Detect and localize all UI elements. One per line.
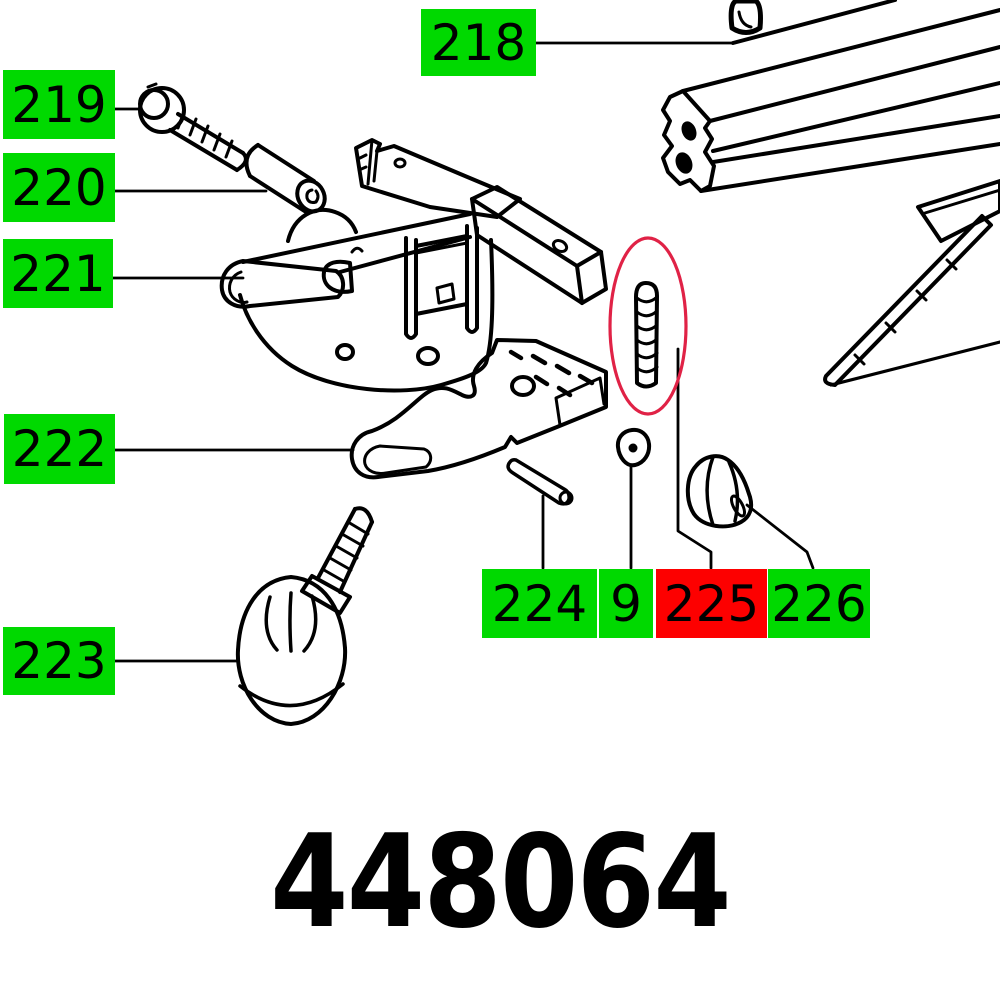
callout-224[interactable]: 224: [482, 569, 597, 638]
angle-stop-drawing: [823, 179, 1000, 387]
highlight-ellipse: [608, 236, 688, 416]
callout-label: 225: [663, 574, 760, 633]
small-knob-drawing: [685, 454, 754, 529]
guide-rail-drawing: [661, 0, 1000, 193]
callout-label: 223: [11, 632, 107, 690]
callout-226[interactable]: 226: [768, 569, 870, 638]
callout-label: 222: [11, 420, 108, 478]
callout-218[interactable]: 218: [421, 9, 536, 76]
callout-225-selected[interactable]: 225: [656, 569, 767, 638]
threaded-rod-drawing: [634, 281, 659, 389]
knob-drawing: [235, 506, 374, 726]
part-number: 448064: [270, 808, 731, 957]
screw-drawing: [138, 82, 248, 172]
washer-drawing: [615, 427, 652, 468]
callout-9[interactable]: 9: [599, 569, 653, 638]
callout-label: 9: [610, 574, 642, 633]
pin-drawing: [506, 458, 574, 506]
bracket-drawing: [219, 138, 608, 393]
pin-sleeve-drawing: [244, 143, 327, 214]
callout-219[interactable]: 219: [3, 70, 115, 139]
callout-223[interactable]: 223: [3, 627, 115, 695]
callout-220[interactable]: 220: [3, 153, 115, 222]
lever-drawing: [349, 338, 608, 480]
callout-label: 219: [11, 75, 107, 134]
leader-line-225: [676, 347, 713, 570]
callout-label: 220: [11, 158, 107, 217]
callout-221[interactable]: 221: [3, 239, 113, 308]
callout-label: 218: [430, 13, 527, 72]
leader-line-226: [745, 503, 815, 570]
callout-222[interactable]: 222: [4, 414, 115, 484]
callout-label: 221: [10, 244, 106, 303]
rail-screw-drawing: [728, 0, 763, 35]
callout-label: 224: [491, 574, 588, 633]
callout-label: 226: [771, 574, 867, 633]
leader-lines: [111, 41, 815, 663]
